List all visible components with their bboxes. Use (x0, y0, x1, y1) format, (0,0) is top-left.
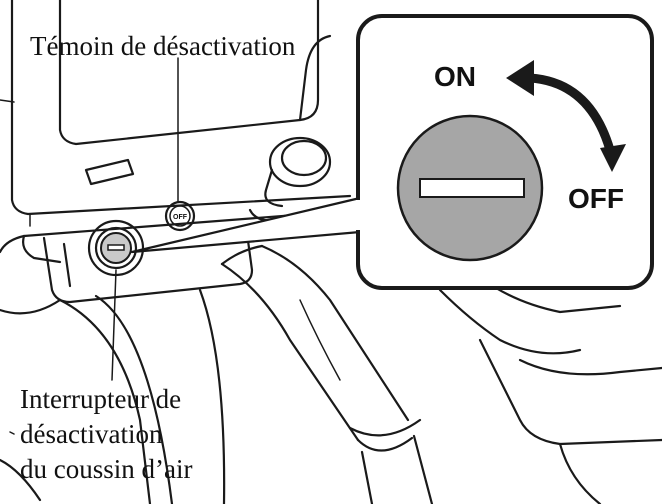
airbag-switch-small (87, 219, 145, 277)
indicator-label: Témoin de désactivation (30, 31, 296, 61)
deactivation-indicator-lamp: OFF (164, 200, 196, 232)
on-label: ON (434, 61, 476, 92)
curved-double-arrow-icon (506, 60, 626, 172)
off-label: OFF (568, 183, 624, 214)
indicator-lamp-text: OFF (173, 214, 188, 221)
key-slot-icon (419, 178, 525, 198)
switch-label-line-3: du coussin d’air (20, 454, 192, 484)
airbag-switch-large (396, 114, 544, 262)
switch-label-line-1: Interrupteur de (20, 384, 181, 414)
switch-label-line-2: désactivation (20, 419, 163, 449)
switch-leader-line (111, 269, 117, 381)
